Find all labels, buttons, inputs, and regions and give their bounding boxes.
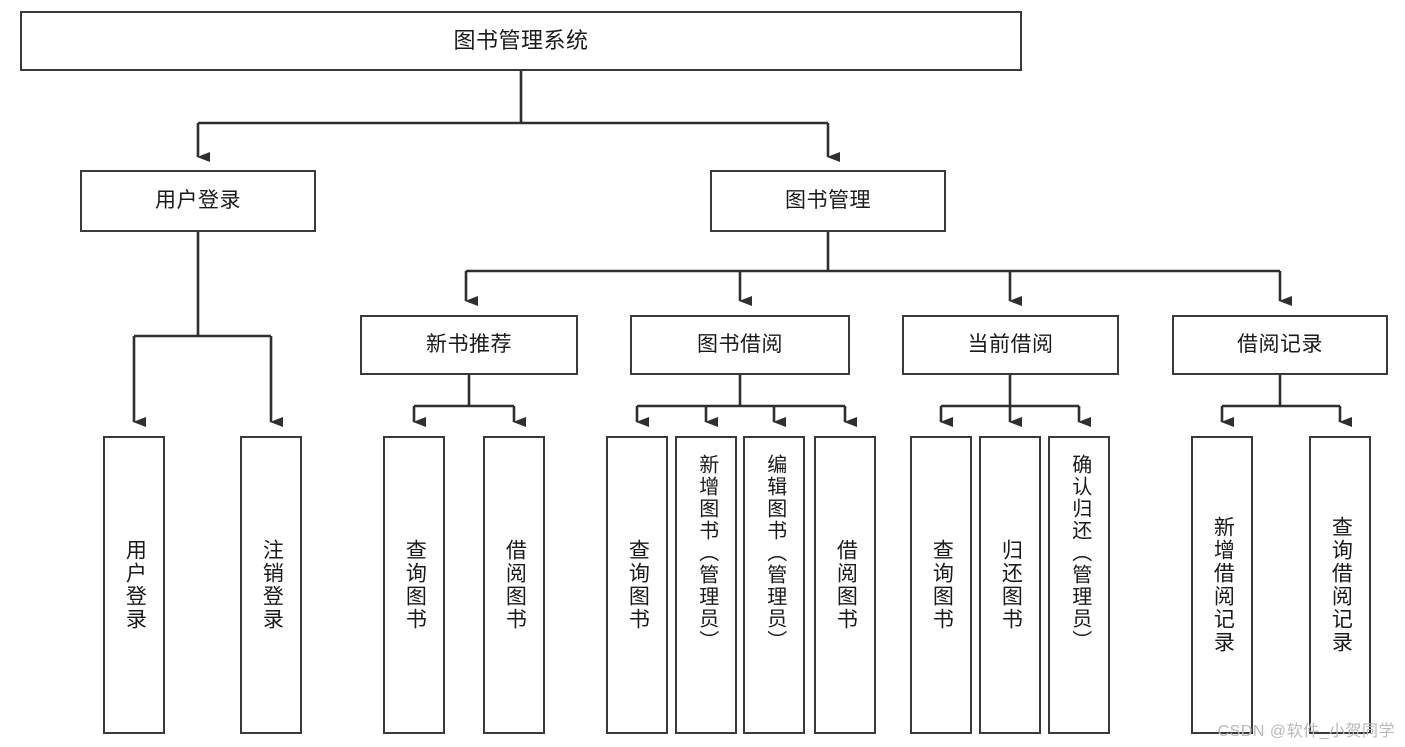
- leaf-logout-login-label: 注销登录: [260, 539, 284, 631]
- leaf-confirm-return[interactable]: 确认归还（管理员）: [1048, 436, 1110, 734]
- leaf-confirm-return-label: 确认归还（管理员）: [1068, 454, 1091, 652]
- leaf-add-book[interactable]: 新增图书（管理员）: [675, 436, 737, 734]
- leaf-user-login[interactable]: 用户登录: [103, 436, 165, 734]
- node-root[interactable]: 图书管理系统: [20, 11, 1022, 71]
- node-borrow-record-label: 借阅记录: [1237, 332, 1323, 356]
- node-book-borrow-label: 图书借阅: [697, 332, 783, 356]
- leaf-add-record[interactable]: 新增借阅记录: [1191, 436, 1253, 734]
- leaf-query-book-1-label: 查询图书: [403, 539, 427, 631]
- node-book-manage-label: 图书管理: [785, 188, 871, 212]
- node-current-borrow-label: 当前借阅: [967, 332, 1054, 356]
- leaf-return-book-label: 归还图书: [999, 539, 1023, 631]
- leaf-add-book-label: 新增图书（管理员）: [695, 454, 718, 652]
- csdn-watermark: CSDN @软件_小贺同学: [1217, 723, 1395, 740]
- node-new-book-rec-label: 新书推荐: [426, 332, 512, 356]
- leaf-query-book-3[interactable]: 查询图书: [910, 436, 972, 734]
- leaf-add-record-label: 新增借阅记录: [1211, 516, 1235, 654]
- leaf-borrow-book-2-label: 借阅图书: [834, 539, 858, 631]
- leaf-edit-book[interactable]: 编辑图书（管理员）: [743, 436, 805, 734]
- node-book-borrow[interactable]: 图书借阅: [630, 315, 850, 375]
- leaf-user-login-label: 用户登录: [123, 539, 147, 631]
- node-new-book-rec[interactable]: 新书推荐: [360, 315, 578, 375]
- leaf-edit-book-label: 编辑图书（管理员）: [763, 454, 786, 652]
- node-user-login-label: 用户登录: [155, 188, 241, 212]
- node-borrow-record[interactable]: 借阅记录: [1172, 315, 1388, 375]
- leaf-borrow-book-1-label: 借阅图书: [503, 539, 527, 631]
- leaf-query-book-1[interactable]: 查询图书: [383, 436, 445, 734]
- node-user-login[interactable]: 用户登录: [80, 170, 316, 232]
- node-root-label: 图书管理系统: [453, 28, 589, 54]
- leaf-query-book-2[interactable]: 查询图书: [606, 436, 668, 734]
- leaf-query-book-2-label: 查询图书: [626, 539, 650, 631]
- leaf-return-book[interactable]: 归还图书: [979, 436, 1041, 734]
- leaf-logout-login[interactable]: 注销登录: [240, 436, 302, 734]
- leaf-borrow-book-2[interactable]: 借阅图书: [814, 436, 876, 734]
- leaf-query-record[interactable]: 查询借阅记录: [1309, 436, 1371, 734]
- leaf-query-book-3-label: 查询图书: [930, 539, 954, 631]
- node-book-manage[interactable]: 图书管理: [710, 170, 946, 232]
- node-current-borrow[interactable]: 当前借阅: [902, 315, 1119, 375]
- leaf-query-record-label: 查询借阅记录: [1329, 516, 1353, 654]
- leaf-borrow-book-1[interactable]: 借阅图书: [483, 436, 545, 734]
